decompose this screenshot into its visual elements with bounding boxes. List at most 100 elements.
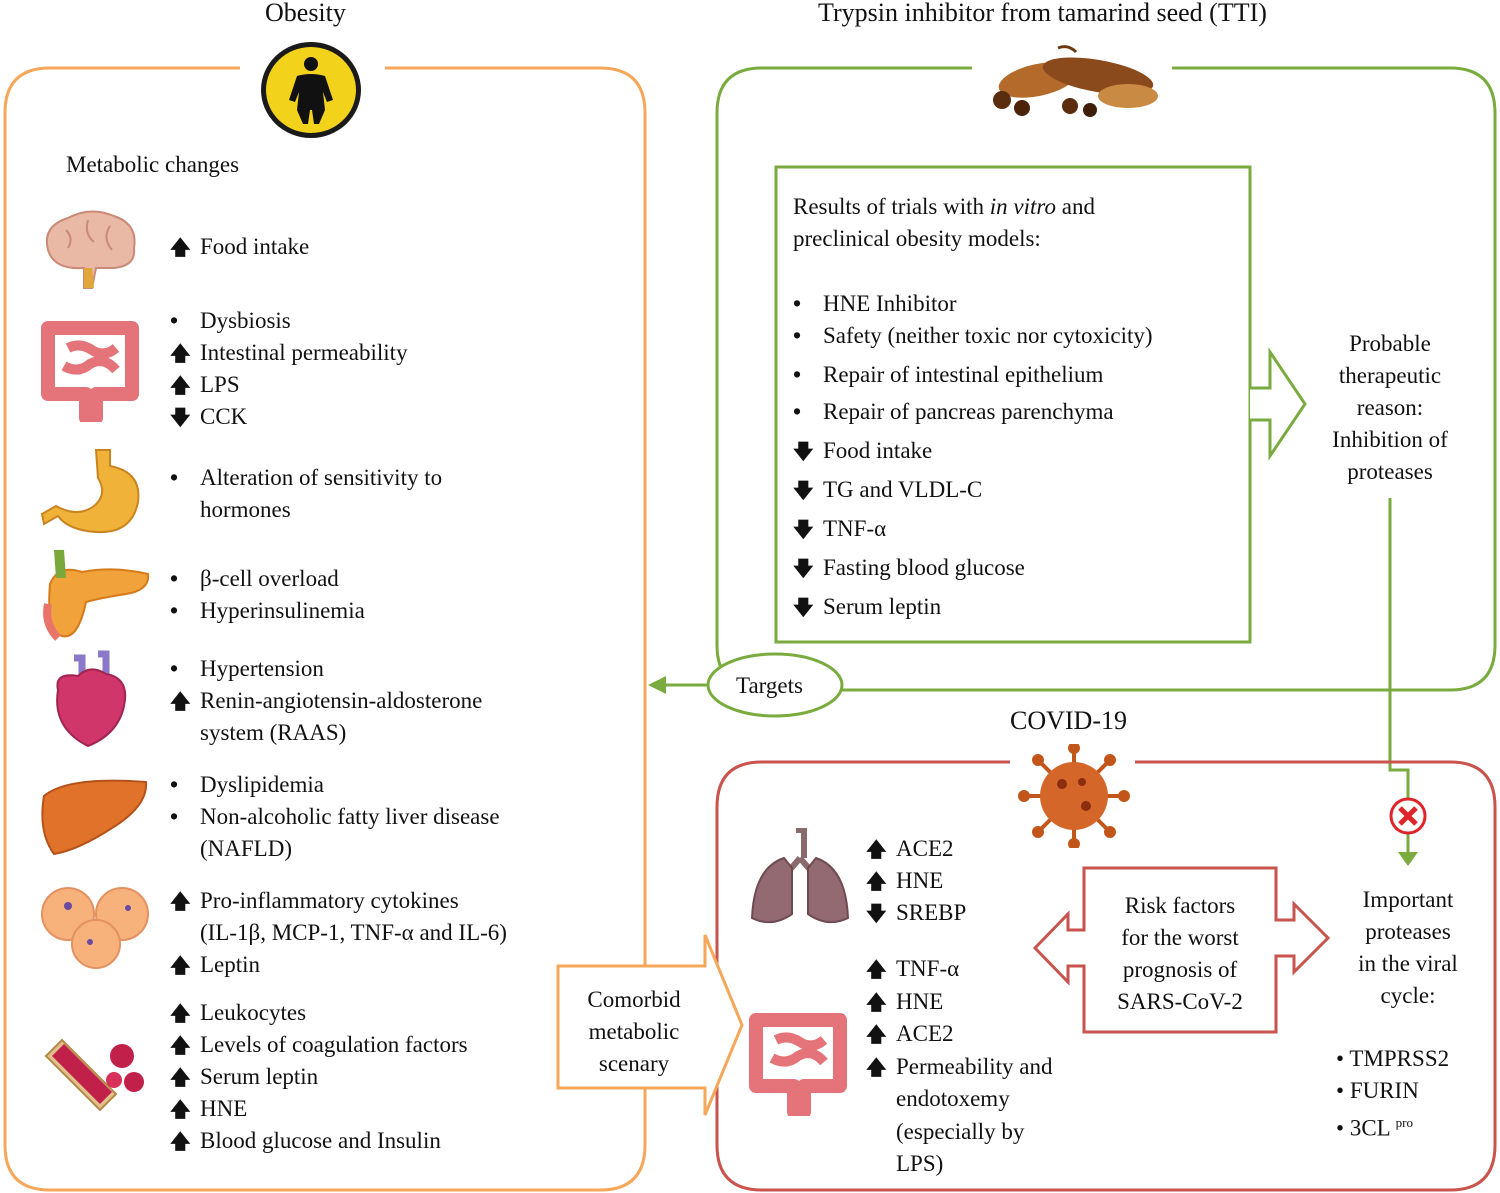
therapeutic-reason: Probable therapeutic reason: Inhibition of p… — [1300, 328, 1480, 488]
covid-title: COVID-19 — [1010, 706, 1127, 735]
adipocyte-icon — [41, 887, 149, 969]
lung-finding: 🡅HNE — [866, 865, 943, 897]
increase-arrow-icon: 🡅 — [170, 1097, 191, 1121]
protease-item: • 3CL pro — [1336, 1115, 1413, 1141]
lung-finding: 🡇SREBP — [866, 897, 966, 929]
obesity-finding-blood: 🡅HNE — [170, 1093, 247, 1125]
gut-finding: 🡅Permeability and — [866, 1051, 1053, 1083]
increase-arrow-icon: 🡅 — [170, 689, 191, 713]
obesity-finding-brain: 🡅Food intake — [170, 231, 309, 263]
targets-label: Targets — [736, 673, 803, 698]
increase-arrow-icon: 🡅 — [866, 869, 887, 893]
risk-factor-line: SARS-CoV-2 — [1117, 989, 1243, 1014]
obesity-title: Obesity — [265, 0, 346, 27]
covid-box-border — [715, 760, 1497, 1192]
bullet-icon: • — [793, 291, 802, 316]
gut-finding: 🡅HNE — [866, 986, 943, 1018]
reason-line: proteases — [1347, 459, 1433, 484]
obesity-finding-intestine: 🡇CCK — [170, 401, 247, 433]
bullet-icon: • — [793, 362, 802, 387]
tti-result-item: •Repair of intestinal epithelium — [793, 359, 1103, 391]
therapeutic-arrow — [1250, 347, 1307, 461]
obesity-finding-liver: •Dyslipidemia — [170, 769, 324, 801]
obesity-finding-adipocytes: 🡅Leptin — [170, 949, 260, 981]
decrease-arrow-icon: 🡇 — [170, 405, 191, 429]
results-intro: Results of trials with in vitro and — [793, 194, 1095, 219]
proteases-heading-line: cycle: — [1380, 983, 1436, 1008]
bullet-icon: • — [170, 566, 179, 591]
proteases-heading: Important proteases in the viral cycle: — [1320, 884, 1496, 1012]
intestine-icon — [41, 321, 139, 422]
stomach-icon — [40, 449, 140, 534]
obesity-finding-intestine: 🡅Intestinal permeability — [170, 337, 408, 369]
obesity-finding-liver: •Non-alcoholic fatty liver disease — [170, 801, 500, 833]
increase-arrow-icon: 🡅 — [170, 373, 191, 397]
reason-line: Inhibition of — [1332, 427, 1448, 452]
bullet-icon: • — [1336, 1115, 1350, 1141]
increase-arrow-icon: 🡅 — [170, 1033, 191, 1057]
intestine-icon — [749, 1013, 847, 1116]
bullet-icon: • — [170, 656, 179, 681]
decrease-arrow-icon: 🡇 — [793, 478, 814, 502]
protease-item: • FURIN — [1336, 1078, 1419, 1103]
increase-arrow-icon: 🡅 — [866, 957, 887, 981]
liver-icon — [41, 779, 148, 856]
gut-finding: LPS) — [896, 1151, 944, 1176]
obesity-finding-pancreas: •Hyperinsulinemia — [170, 595, 365, 627]
proteases-heading-line: in the viral — [1358, 951, 1458, 976]
increase-arrow-icon: 🡅 — [170, 235, 191, 259]
comorbid-line: metabolic — [588, 1019, 680, 1044]
reason-line: therapeutic — [1338, 363, 1442, 388]
protease-item: • TMPRSS2 — [1336, 1046, 1450, 1071]
increase-arrow-icon: 🡅 — [866, 837, 887, 861]
obesity-person-icon — [261, 42, 361, 138]
bullet-icon: • — [1336, 1046, 1350, 1071]
gut-finding: endotoxemy — [896, 1086, 1010, 1111]
tti-result-item: •Repair of pancreas parenchyma — [793, 396, 1114, 428]
tti-result-item: 🡇TNF-α — [793, 513, 886, 545]
risk-factor-line: Risk factors — [1124, 893, 1236, 918]
coronavirus-icon — [1018, 744, 1130, 848]
bullet-icon: • — [793, 399, 802, 424]
decrease-arrow-icon: 🡇 — [793, 517, 814, 541]
tti-result-item: 🡇Serum leptin — [793, 591, 941, 623]
risk-double-arrow — [1032, 866, 1331, 1034]
comorbid-arrow — [556, 934, 744, 1116]
gut-finding: 🡅TNF-α — [866, 953, 959, 985]
obesity-finding-heart: •Hypertension — [170, 653, 324, 685]
proteases-heading-line: proteases — [1365, 919, 1451, 944]
obesity-finding-adipocytes: 🡅Pro-inflammatory cytokines — [170, 885, 459, 917]
obesity-finding-adipocytes: (IL-1β, MCP-1, TNF-α and IL-6) — [200, 920, 507, 945]
reason-line: Probable — [1349, 331, 1431, 356]
bullet-icon: • — [170, 308, 179, 333]
reason-line: reason: — [1356, 395, 1424, 420]
obesity-finding-intestine: 🡅LPS — [170, 369, 240, 401]
decrease-arrow-icon: 🡇 — [793, 595, 814, 619]
results-intro-line2: preclinical obesity models: — [793, 226, 1041, 251]
tti-result-item: •HNE Inhibitor — [793, 288, 957, 320]
metabolic-changes-heading: Metabolic changes — [66, 152, 240, 177]
tti-result-item: 🡇Food intake — [793, 435, 932, 467]
risk-factor-line: prognosis of — [1122, 957, 1238, 982]
increase-arrow-icon: 🡅 — [170, 889, 191, 913]
heart-icon — [56, 650, 127, 748]
obesity-finding-blood: 🡅Levels of coagulation factors — [170, 1029, 468, 1061]
obesity-finding-blood: 🡅Leukocytes — [170, 997, 306, 1029]
bullet-icon: • — [170, 598, 179, 623]
obesity-finding-liver: (NAFLD) — [200, 836, 292, 861]
risk-factor-line: for the worst — [1121, 925, 1239, 950]
increase-arrow-icon: 🡅 — [866, 1022, 887, 1046]
pancreas-icon — [43, 550, 150, 641]
bullet-icon: • — [170, 465, 179, 490]
risk-factors-text: Risk factors for the worst prognosis of SAR… — [1090, 890, 1270, 1018]
comorbid-line: scenary — [598, 1051, 670, 1076]
gut-finding: (especially by — [896, 1118, 1025, 1144]
bullet-icon: • — [170, 804, 179, 829]
decrease-arrow-icon: 🡇 — [793, 556, 814, 580]
increase-arrow-icon: 🡅 — [170, 1065, 191, 1089]
bullet-icon: • — [170, 772, 179, 797]
lungs-icon — [750, 828, 850, 924]
bullet-icon: • — [793, 323, 802, 348]
proteases-heading-line: Important — [1362, 887, 1454, 912]
